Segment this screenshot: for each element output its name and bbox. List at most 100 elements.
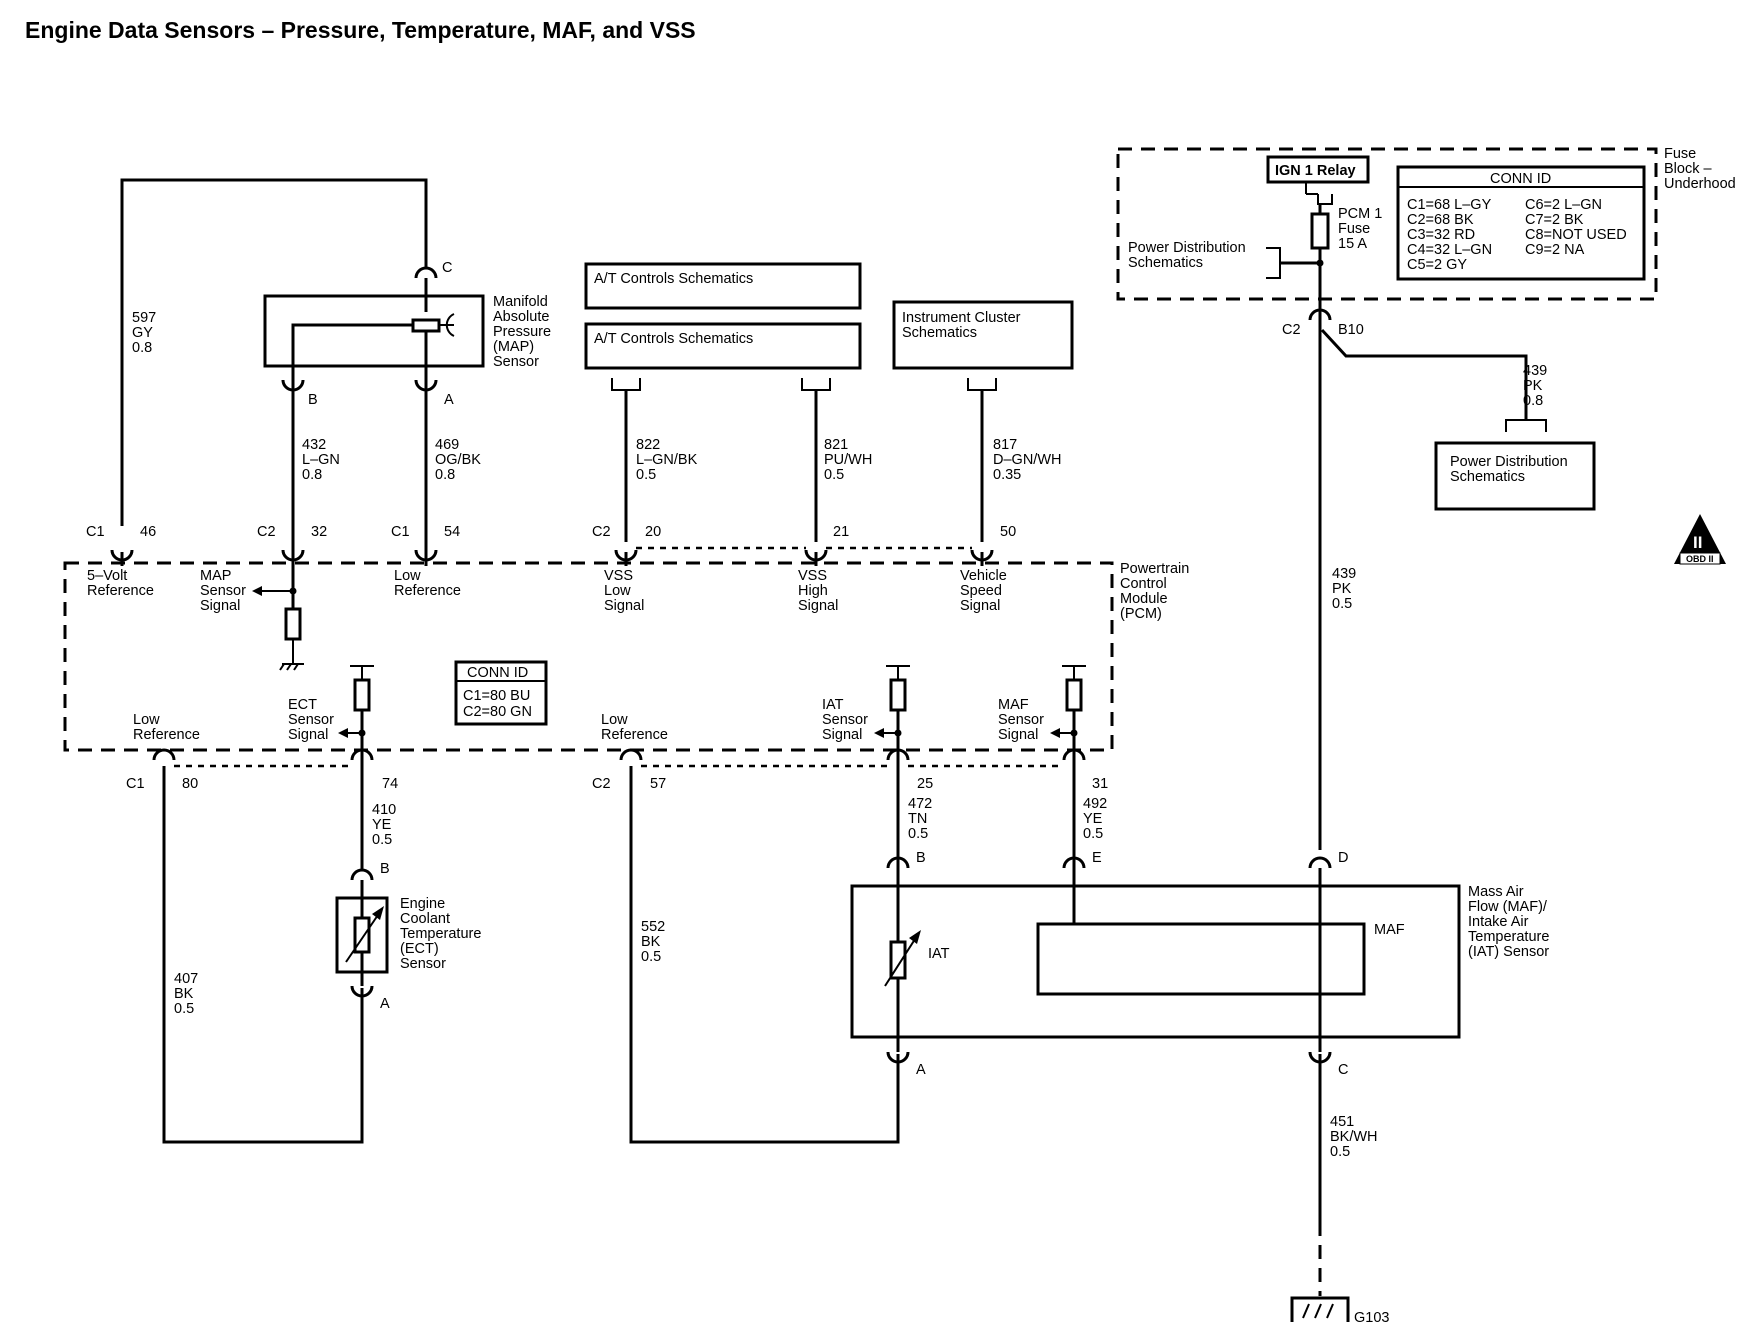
svg-text:BK: BK	[174, 986, 194, 1002]
svg-text:Temperature: Temperature	[400, 926, 481, 942]
svg-text:Schematics: Schematics	[1128, 255, 1203, 271]
svg-text:0.5: 0.5	[908, 826, 928, 842]
svg-text:Manifold: Manifold	[493, 294, 548, 310]
pcm-top-pins: C1 46 C2 32 C1 54 C2 20 21 50	[86, 524, 1016, 566]
svg-text:Low: Low	[601, 712, 628, 728]
svg-text:822: 822	[636, 437, 660, 453]
svg-text:Signal: Signal	[200, 598, 240, 614]
svg-text:C7=2 BK: C7=2 BK	[1525, 212, 1584, 228]
svg-text:Power Distribution: Power Distribution	[1128, 240, 1246, 256]
ect-sensor: Engine Coolant Temperature (ECT) Sensor	[335, 880, 481, 986]
pcm-module: Powertrain Control Module (PCM)	[63, 561, 1189, 752]
svg-text:L–GN: L–GN	[302, 452, 340, 468]
svg-text:YE: YE	[372, 817, 392, 833]
svg-text:Sensor: Sensor	[493, 354, 539, 370]
wire-439-pk-05: 439 PK 0.5	[1332, 566, 1356, 612]
svg-text:Sensor: Sensor	[998, 712, 1044, 728]
svg-text:31: 31	[1092, 776, 1108, 792]
svg-text:492: 492	[1083, 796, 1107, 812]
svg-text:C1: C1	[86, 524, 105, 540]
svg-text:Sensor: Sensor	[822, 712, 868, 728]
svg-text:Reference: Reference	[601, 727, 668, 743]
svg-text:439: 439	[1523, 363, 1547, 379]
svg-text:G103: G103	[1354, 1310, 1389, 1326]
svg-text:GY: GY	[132, 325, 153, 341]
svg-text:OBD II: OBD II	[1686, 554, 1714, 564]
svg-text:50: 50	[1000, 524, 1016, 540]
svg-text:0.5: 0.5	[1330, 1144, 1350, 1160]
svg-text:C2=68 BK: C2=68 BK	[1407, 212, 1474, 228]
svg-text:TN: TN	[908, 811, 927, 827]
svg-text:(IAT) Sensor: (IAT) Sensor	[1468, 944, 1549, 960]
svg-text:469: 469	[435, 437, 459, 453]
svg-text:(ECT): (ECT)	[400, 941, 439, 957]
svg-text:32: 32	[311, 524, 327, 540]
svg-text:Signal: Signal	[960, 598, 1000, 614]
wire-822-l-gn-bk: 822 L–GN/BK 0.5	[636, 437, 698, 483]
svg-text:C6=2 L–GN: C6=2 L–GN	[1525, 197, 1602, 213]
svg-text:II: II	[1693, 533, 1702, 552]
svg-text:Schematics: Schematics	[1450, 469, 1525, 485]
svg-text:Power Distribution: Power Distribution	[1450, 454, 1568, 470]
svg-text:552: 552	[641, 919, 665, 935]
wire-821-pu-wh: 821 PU/WH 0.5	[824, 437, 872, 483]
svg-text:A: A	[380, 996, 390, 1012]
svg-text:IAT: IAT	[928, 946, 950, 962]
wire-817-d-gn-wh: 817 D–GN/WH 0.35	[993, 437, 1061, 483]
svg-text:Speed: Speed	[960, 583, 1002, 599]
svg-text:80: 80	[182, 776, 198, 792]
wire-451-bk-wh: 451 BK/WH 0.5	[1330, 1114, 1378, 1160]
svg-text:0.8: 0.8	[1523, 393, 1543, 409]
svg-text:C9=2 NA: C9=2 NA	[1525, 242, 1585, 258]
conn-id-fuse-block-table: CONN ID C1=68 L–GY C6=2 L–GN C2=68 BK C7…	[1396, 165, 1646, 281]
svg-text:OG/BK: OG/BK	[435, 452, 481, 468]
instrument-cluster-schematics: Instrument Cluster Schematics	[892, 300, 1074, 370]
svg-text:C4=32 L–GN: C4=32 L–GN	[1407, 242, 1492, 258]
svg-text:Sensor: Sensor	[288, 712, 334, 728]
svg-text:Signal: Signal	[798, 598, 838, 614]
svg-text:821: 821	[824, 437, 848, 453]
svg-text:0.5: 0.5	[174, 1001, 194, 1017]
svg-text:Signal: Signal	[604, 598, 644, 614]
svg-text:B: B	[380, 861, 390, 877]
pcm-top-signal-labels: 5–Volt Reference MAP Sensor Signal Low R…	[87, 568, 1007, 614]
svg-text:817: 817	[993, 437, 1017, 453]
svg-text:MAF: MAF	[998, 697, 1029, 713]
svg-text:Pressure: Pressure	[493, 324, 551, 340]
svg-text:Mass Air: Mass Air	[1468, 884, 1524, 900]
svg-text:0.5: 0.5	[1083, 826, 1103, 842]
svg-text:Sensor: Sensor	[200, 583, 246, 599]
svg-text:0.5: 0.5	[824, 467, 844, 483]
svg-text:597: 597	[132, 310, 156, 326]
svg-text:Underhood: Underhood	[1664, 176, 1736, 192]
svg-text:20: 20	[645, 524, 661, 540]
wire-597-gy: 597 GY 0.8	[132, 310, 156, 356]
fuse-block-underhood: Fuse Block – Underhood	[1116, 146, 1736, 301]
svg-text:C: C	[1338, 1062, 1348, 1078]
wire-469-og-bk: 469 OG/BK 0.8	[435, 437, 481, 483]
svg-text:Control: Control	[1120, 576, 1167, 592]
obd-ii-badge: II OBD II	[1674, 514, 1726, 565]
svg-text:IGN 1 Relay: IGN 1 Relay	[1275, 163, 1356, 179]
svg-text:Intake Air: Intake Air	[1468, 914, 1529, 930]
svg-text:Powertrain: Powertrain	[1120, 561, 1189, 577]
svg-text:C2=80 GN: C2=80 GN	[463, 704, 532, 720]
svg-text:54: 54	[444, 524, 460, 540]
map-signal-internal	[252, 566, 304, 671]
svg-text:C2: C2	[1282, 322, 1301, 338]
svg-text:Reference: Reference	[87, 583, 154, 599]
svg-text:Schematics: Schematics	[902, 325, 977, 341]
svg-text:74: 74	[382, 776, 398, 792]
svg-text:PU/WH: PU/WH	[824, 452, 872, 468]
svg-text:C2: C2	[592, 776, 611, 792]
svg-text:MAF: MAF	[1374, 922, 1405, 938]
maf-iat-sensor: IAT MAF Mass Air Flow (MAF)/ Intake Air …	[850, 868, 1549, 1052]
svg-text:C8=NOT USED: C8=NOT USED	[1525, 227, 1627, 243]
svg-text:Signal: Signal	[822, 727, 862, 743]
svg-text:410: 410	[372, 802, 396, 818]
svg-text:0.5: 0.5	[1332, 596, 1352, 612]
svg-text:C2: C2	[592, 524, 611, 540]
wire-552-bk: 552 BK 0.5	[641, 919, 665, 965]
svg-text:Reference: Reference	[133, 727, 200, 743]
svg-text:Reference: Reference	[394, 583, 461, 599]
